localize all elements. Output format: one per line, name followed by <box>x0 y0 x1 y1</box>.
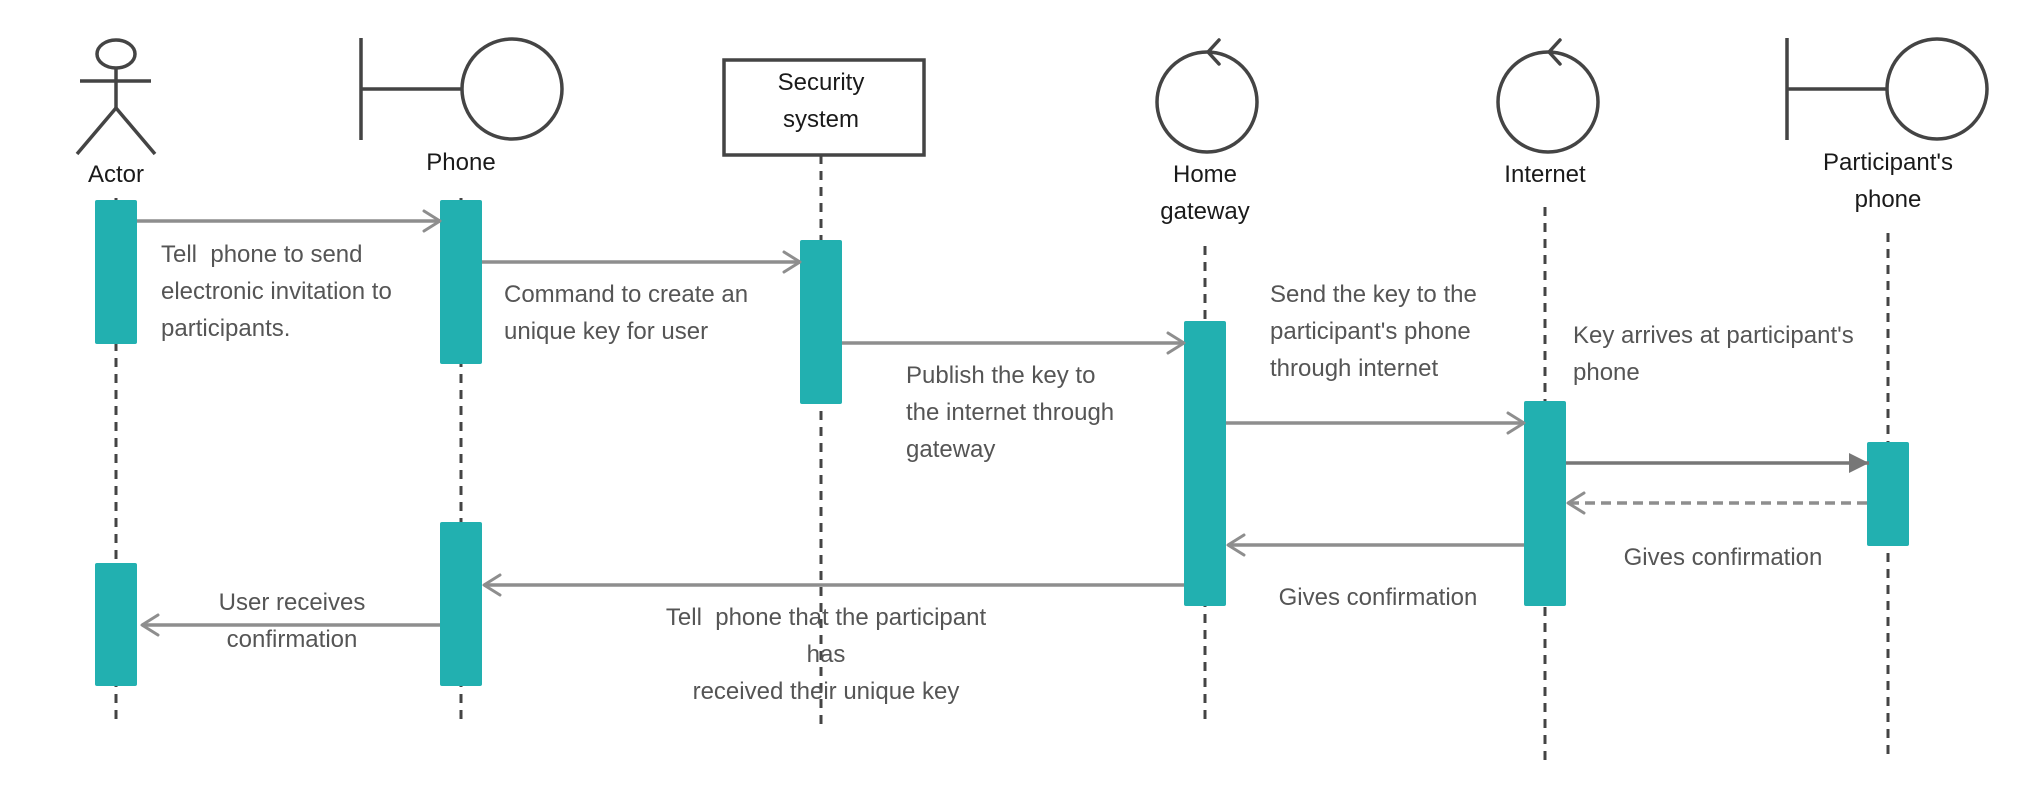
message-label-line: received their unique key <box>693 678 960 705</box>
message-phone-to-actor: User receives confirmation <box>140 589 440 653</box>
security-system-box <box>722 58 926 157</box>
message-label-line: Tell phone that the participant <box>666 604 987 631</box>
lifeline-label-line: Internet <box>1504 161 1586 188</box>
activation-bar-actor <box>95 200 137 344</box>
message-actor-to-phone: Tell phone to send electronic invitation … <box>137 209 442 342</box>
lifeline-label-security: Security system <box>778 69 865 133</box>
message-label-line: has <box>807 641 846 668</box>
phone-boundary-icon <box>359 37 564 141</box>
message-label-line: electronic invitation to <box>161 278 392 305</box>
activation-bar-security <box>800 240 842 404</box>
lifeline-label-line: Participant's <box>1823 149 1953 176</box>
lifeline-label-line: Security <box>778 69 865 96</box>
lifeline-label-line: Home <box>1173 161 1237 188</box>
message-label-line: Key arrives at participant's <box>1573 322 1854 349</box>
message-internet-to-gateway: Gives confirmation <box>1226 533 1524 611</box>
activation-bar-gateway <box>1184 321 1226 606</box>
lifeline-label-line: system <box>783 106 859 133</box>
message-phone-to-security: Command to create an unique key for user <box>482 250 802 345</box>
message-label-line: confirmation <box>227 626 358 653</box>
message-label-line: Tell phone to send <box>161 241 362 268</box>
message-label-line: unique key for user <box>504 318 708 345</box>
message-label-line: User receives <box>219 589 366 616</box>
message-label-line: Gives confirmation <box>1279 584 1478 611</box>
message-label-line: through internet <box>1270 355 1438 382</box>
message-security-to-gateway: Publish the key to the internet through ga… <box>842 331 1186 463</box>
actor-icon <box>75 38 157 156</box>
message-label-line: phone <box>1573 359 1640 386</box>
message-internet-to-pphone: Key arrives at participant's phone <box>1566 322 1869 473</box>
home-gateway-control-icon <box>1155 38 1259 154</box>
lifeline-label-actor: Actor <box>88 161 144 188</box>
message-label-line: participant's phone <box>1270 318 1471 345</box>
lifeline-label-line: gateway <box>1160 198 1249 225</box>
lifeline-label-line: phone <box>1855 186 1922 213</box>
message-pphone-to-internet: Gives confirmation <box>1566 491 1867 571</box>
message-label-line: Publish the key to <box>906 362 1095 389</box>
activation-bar-phone <box>440 200 482 364</box>
activation-bar-internet <box>1524 401 1566 606</box>
message-gateway-to-internet: Send the key to the participant's phone th… <box>1226 281 1526 435</box>
message-label-line: Send the key to the <box>1270 281 1477 308</box>
message-label-line: participants. <box>161 315 290 342</box>
message-label-line: gateway <box>906 436 995 463</box>
lifeline-label-internet: Internet <box>1504 161 1586 188</box>
lifeline-label-phone: Phone <box>426 149 495 176</box>
internet-control-icon <box>1496 38 1600 154</box>
message-gateway-to-phone: Tell phone that the participant has receiv… <box>482 573 1184 705</box>
activation-bar-actor <box>95 563 137 686</box>
participant-phone-boundary-icon <box>1785 37 1989 141</box>
activation-bar-phone <box>440 522 482 686</box>
lifeline-label-gateway: Home gateway <box>1160 161 1249 225</box>
lifeline-label-pphone: Participant's phone <box>1823 149 1953 213</box>
message-label-line: the internet through <box>906 399 1114 426</box>
message-label-line: Command to create an <box>504 281 748 308</box>
lifeline-label-line: Phone <box>426 149 495 176</box>
lifeline-label-line: Actor <box>88 161 144 188</box>
message-label-line: Gives confirmation <box>1624 544 1823 571</box>
activation-bar-pphone <box>1867 442 1909 546</box>
